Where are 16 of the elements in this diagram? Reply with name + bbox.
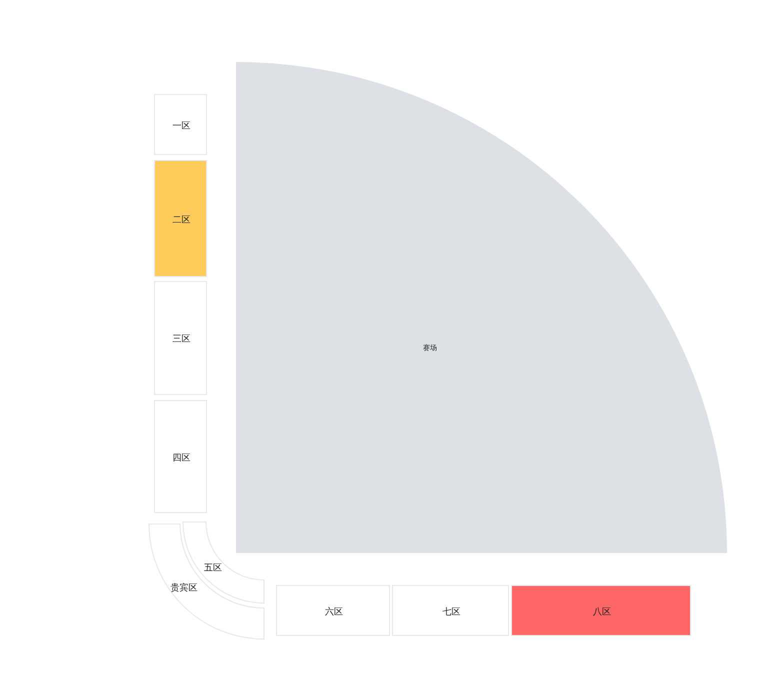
- section-label: 贵宾区: [170, 582, 198, 594]
- seating-section: [511, 585, 691, 636]
- seating-section: [276, 585, 390, 636]
- section-label: 一区: [172, 120, 190, 132]
- section-label: 五区: [204, 562, 222, 574]
- seating-section: [154, 281, 207, 395]
- section-label: 七区: [442, 606, 460, 618]
- section-label: 六区: [325, 606, 343, 618]
- seating-section: [154, 400, 207, 513]
- section-label: 三区: [172, 334, 190, 346]
- seating-section: [154, 160, 207, 277]
- section-label: 八区: [593, 606, 611, 618]
- section-label: 二区: [172, 214, 190, 226]
- seating-section: [392, 585, 509, 636]
- seating-section: [154, 94, 207, 155]
- section-label: 四区: [172, 452, 190, 464]
